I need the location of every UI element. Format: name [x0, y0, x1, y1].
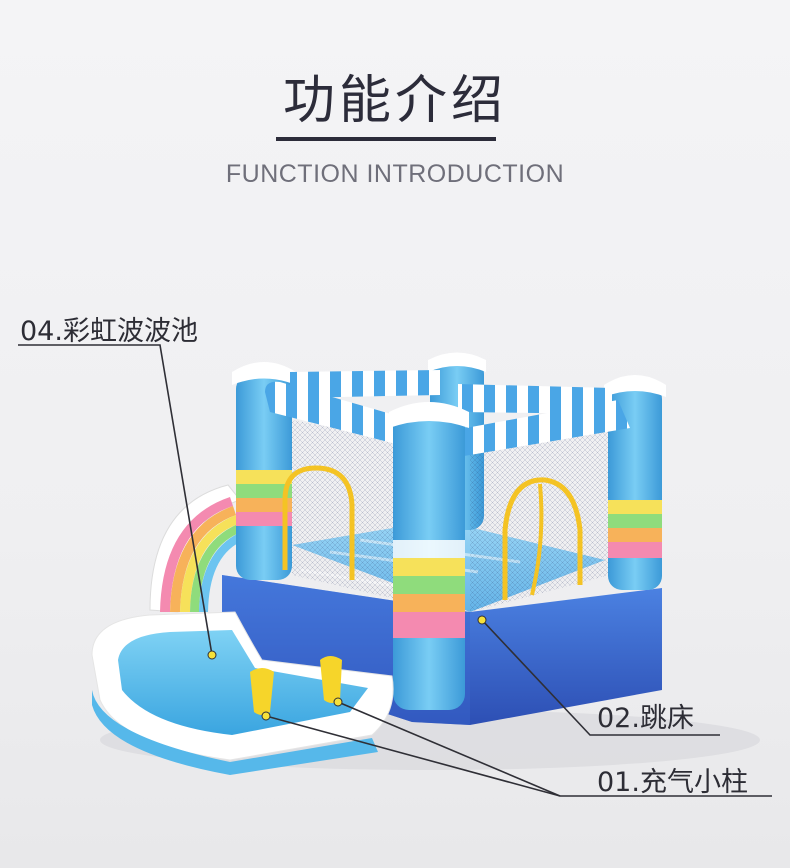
door-arch-right [502, 477, 583, 600]
marker-02 [477, 615, 487, 625]
top-beam-front [455, 400, 630, 456]
leader-lines [18, 344, 772, 797]
marker-04 [207, 650, 217, 660]
leader-line-04 [18, 344, 213, 656]
callout-ball-pool: 04.彩虹波波池 [20, 316, 198, 347]
section-title: 功能介绍 [282, 71, 507, 131]
inflatable-pole-2 [320, 656, 342, 703]
door-arch-left [282, 465, 355, 580]
callout-inflatable-pole: 01.充气小柱 [597, 767, 748, 798]
inflatable-pole-1 [250, 668, 274, 715]
top-beam-left [265, 381, 412, 448]
title-underline [276, 137, 496, 141]
marker-01a [261, 711, 271, 721]
top-beam-back [290, 370, 440, 398]
marker-01b [333, 697, 343, 707]
top-beam-right [458, 384, 612, 414]
callout-trampoline: 02.跳床 [597, 703, 694, 734]
leader-line-01b [337, 701, 561, 797]
leader-line-02 [481, 619, 720, 736]
rainbow-decoration [149, 484, 241, 613]
leader-markers [207, 615, 487, 721]
mesh-wall-left [292, 420, 400, 600]
section-subtitle: FUNCTION INTRODUCTION [225, 160, 565, 188]
